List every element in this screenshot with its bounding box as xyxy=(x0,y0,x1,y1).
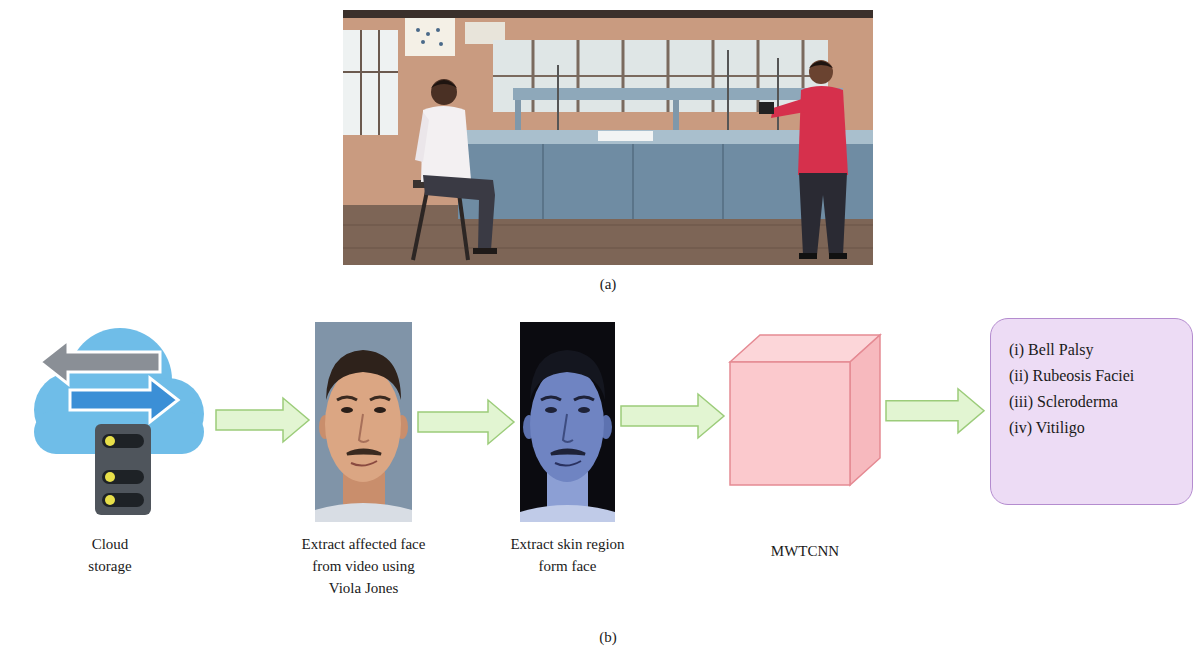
illustration-part xyxy=(759,102,774,114)
illustration-part xyxy=(374,407,386,413)
illustration-part xyxy=(798,86,848,175)
illustration-part xyxy=(405,18,455,56)
flow-arrow xyxy=(216,398,309,442)
illustration-part xyxy=(426,32,430,36)
illustration-part xyxy=(421,40,425,44)
face-image xyxy=(315,322,412,522)
flow-arrow xyxy=(886,389,984,433)
class-item: (iii) Scleroderma xyxy=(1009,389,1184,415)
illustration-part xyxy=(423,175,495,250)
illustration-part xyxy=(727,50,729,130)
illustration-part xyxy=(343,10,873,18)
illustration-part xyxy=(436,28,440,32)
step-label: Cloud storage xyxy=(74,533,146,577)
illustration-part xyxy=(326,350,401,400)
cloud-node: Cloud storage xyxy=(10,318,210,518)
illustration-part xyxy=(473,248,497,254)
illustration-part xyxy=(359,414,369,442)
panel-label: (a) xyxy=(578,274,638,294)
illustration-part xyxy=(557,65,559,130)
illustration-part xyxy=(809,60,833,84)
illustration-part xyxy=(315,322,412,522)
network-node: MWTCNN xyxy=(730,335,880,485)
flow-arrow xyxy=(418,400,514,444)
illustration-part xyxy=(777,58,779,130)
illustration-part xyxy=(578,407,590,413)
illustration-part xyxy=(673,100,679,132)
class-list-box: (i) Bell Palsy(ii) Rubeosis Faciei(iii) … xyxy=(990,318,1193,505)
illustration-part xyxy=(439,42,443,46)
illustration-part xyxy=(102,434,144,448)
illustration-part xyxy=(343,225,873,226)
class-item: (ii) Rubeosis Faciei xyxy=(1009,363,1184,389)
illustration-part xyxy=(722,144,724,219)
illustration-part xyxy=(343,30,398,135)
illustration-part xyxy=(730,362,850,485)
illustration-part xyxy=(520,505,615,522)
illustration-part xyxy=(325,366,401,482)
illustration-part xyxy=(541,397,561,400)
illustration-part xyxy=(799,253,817,259)
illustration-part xyxy=(337,397,357,400)
illustration-part xyxy=(520,322,615,522)
illustration-part xyxy=(415,112,429,162)
illustration-part xyxy=(40,340,160,384)
illustration-part xyxy=(416,28,420,32)
illustration-part xyxy=(315,503,412,522)
illustration-part xyxy=(551,450,585,454)
illustration-part xyxy=(431,79,457,105)
illustration-part xyxy=(545,407,557,413)
illustration-part xyxy=(530,366,604,482)
illustration-part xyxy=(555,461,581,466)
flow-arrow xyxy=(621,394,724,438)
illustration-part xyxy=(105,472,115,482)
skin-node: Extract skin region form face xyxy=(520,322,615,522)
skin-image xyxy=(520,322,615,522)
illustration-part xyxy=(809,61,833,68)
illustration-part xyxy=(378,30,380,135)
illustration-part xyxy=(105,436,115,446)
class-item: (iv) Vitiligo xyxy=(1009,415,1184,441)
illustration-part xyxy=(34,328,204,454)
illustration-part xyxy=(341,407,353,413)
illustration-part xyxy=(343,71,398,73)
illustration-part xyxy=(850,335,880,485)
lab-photo xyxy=(343,10,873,265)
illustration-part xyxy=(530,350,605,400)
step-label: MWTCNN xyxy=(740,540,870,562)
illustration-part xyxy=(102,493,144,507)
illustration-part xyxy=(95,424,151,515)
panel-label: (b) xyxy=(578,627,638,647)
illustration-part xyxy=(413,186,428,260)
illustration-part xyxy=(431,80,457,88)
illustration-part xyxy=(563,414,573,442)
illustration-part xyxy=(421,106,471,182)
illustration-part xyxy=(343,248,873,249)
illustration-part xyxy=(513,88,843,100)
illustration-part xyxy=(70,378,178,422)
illustration-part xyxy=(542,144,544,219)
face-node: Extract affected face from video using V… xyxy=(315,322,412,522)
illustration-part xyxy=(102,470,144,484)
illustration-part xyxy=(515,100,521,132)
illustration-part xyxy=(105,495,115,505)
illustration-part xyxy=(771,98,805,118)
illustration-part xyxy=(829,253,847,259)
cube-shape xyxy=(725,330,885,490)
illustration-part xyxy=(598,131,653,141)
class-item: (i) Bell Palsy xyxy=(1009,337,1184,363)
illustration-part xyxy=(799,173,847,255)
illustration-part xyxy=(574,397,594,400)
illustration-part xyxy=(347,450,381,454)
step-label: Extract affected face from video using V… xyxy=(298,533,430,599)
illustration-part xyxy=(632,144,634,219)
illustration-part xyxy=(370,397,390,400)
illustration-part xyxy=(360,30,362,135)
illustration-part xyxy=(343,10,873,265)
cloud-icon xyxy=(10,318,210,518)
step-label: Extract skin region form face xyxy=(502,533,634,577)
illustration-part xyxy=(351,461,377,466)
